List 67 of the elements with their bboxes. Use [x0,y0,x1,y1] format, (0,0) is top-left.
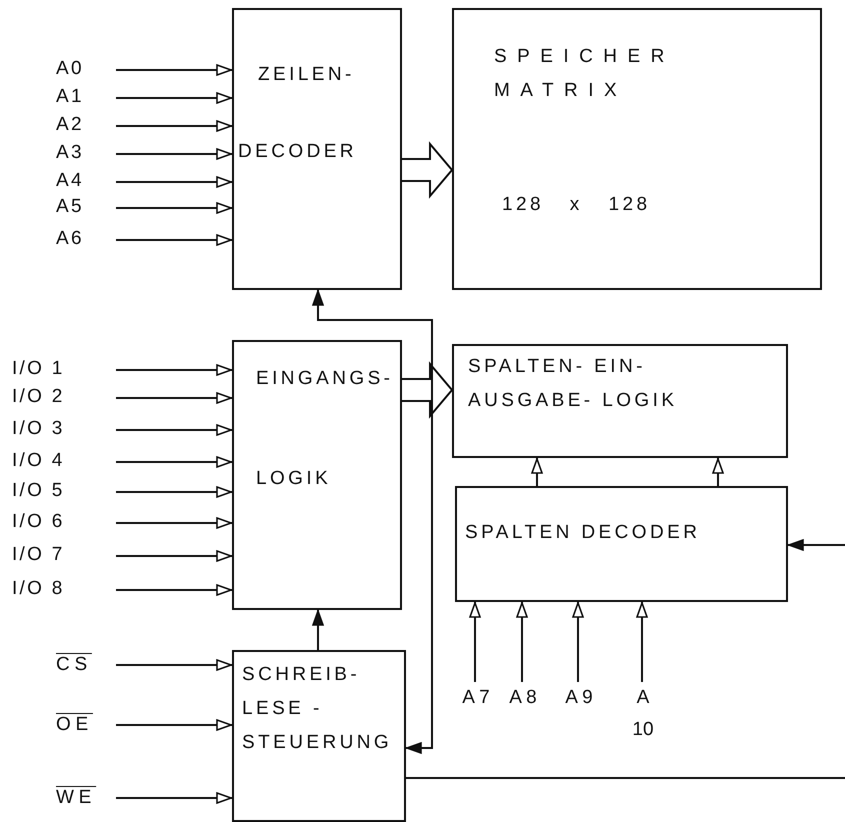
arrow [116,659,232,671]
signal-label: OE [56,713,93,737]
signal-label: I/O 2 [12,386,65,408]
block-label: SPALTEN DECODER [465,521,700,545]
arrow [116,392,232,404]
signal-label: A6 [56,228,84,250]
arrow [116,92,232,104]
block-label: SPALTEN- EIN-AUSGABE- LOGIK [468,355,678,413]
signal-label: I/O 3 [12,418,65,440]
arrow [116,424,232,436]
block-label: ZEILEN- [258,63,355,87]
signal-label: WE [56,786,96,810]
signal-label: I/O 1 [12,358,65,380]
signal-label: A 10 [631,686,655,742]
arrow [116,456,232,468]
block-label: DECODER [238,140,357,164]
signal-label: A5 [56,196,84,218]
block-label: SPEICHER MATRIX [494,45,676,103]
arrow [636,602,648,682]
arrow [531,458,543,486]
block-label: LOGIK [256,467,332,491]
bus-arrow [401,141,454,199]
arrow [116,550,232,562]
arrow [116,148,232,160]
block-box [455,486,788,602]
arrow [116,364,232,376]
signal-label: A3 [56,142,84,164]
block-box [232,8,402,290]
signal-label: A 8 [508,686,538,710]
arrow [116,792,232,804]
signal-label: I/O 8 [12,578,65,600]
signal-line [406,777,845,779]
signal-label: A 7 [461,686,491,710]
arrow [312,610,324,650]
arrow [116,486,232,498]
signal-label: A4 [56,170,84,192]
block-box [452,344,788,458]
arrow [788,539,845,551]
arrow [116,176,232,188]
arrow [469,602,481,682]
signal-label: I/O 6 [12,511,65,533]
signal-label: A0 [56,58,84,80]
block-box [452,8,822,290]
signal-label: A2 [56,114,84,136]
arrow [572,602,584,682]
block-label: SCHREIB- LESE - STEUERUNG [242,663,392,755]
arrow [712,458,724,486]
signal-label: I/O 7 [12,544,65,566]
arrow [516,602,528,682]
signal-label: CS [56,653,92,677]
signal-label: A1 [56,86,84,108]
bus-arrow [401,361,454,419]
block-label: EINGANGS- [256,367,394,391]
arrow [116,234,232,246]
block-box [232,650,406,822]
block-box [232,340,402,610]
arrow [116,719,232,731]
signal-label: I/O 4 [12,450,65,472]
arrow [116,120,232,132]
block-label: 128 x 128 [502,193,650,217]
arrow [116,584,232,596]
signal-label: A 9 [564,686,594,710]
arrow [116,517,232,529]
arrow [116,202,232,214]
signal-label: I/O 5 [12,480,65,502]
arrow [116,64,232,76]
arrow [312,290,433,754]
